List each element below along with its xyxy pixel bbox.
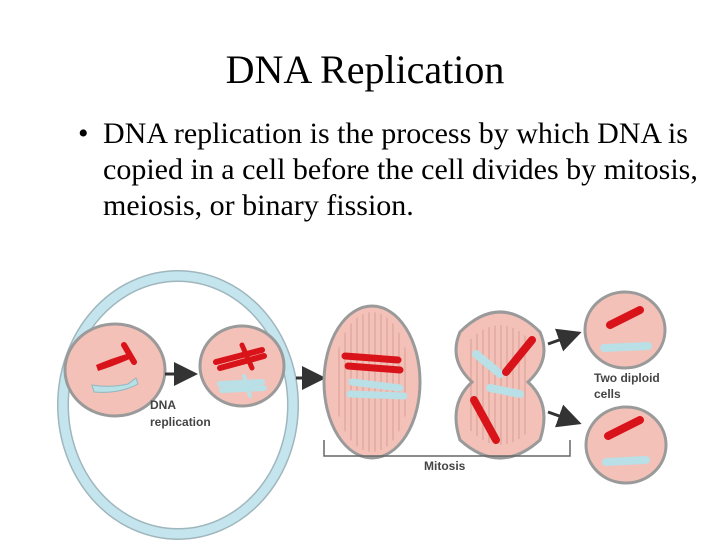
- bullet-marker: •: [78, 117, 89, 150]
- cell-before-replication: [63, 322, 167, 418]
- two-diploid-label: Two diploid: [594, 371, 660, 385]
- mitosis-bracket: [323, 440, 571, 457]
- cell-anaphase: [454, 310, 546, 460]
- replication-label: replication: [150, 415, 211, 429]
- blue-chromosome: [91, 377, 139, 393]
- arrow-3: [547, 328, 582, 352]
- bullet-text: DNA replication is the process by which …: [103, 117, 698, 222]
- diagram-svg: DNA replication: [57, 270, 668, 540]
- dna-replication-diagram: DNA replication: [0, 270, 720, 540]
- cell-after-replication: [198, 324, 286, 408]
- daughter-cell-top: [583, 290, 667, 370]
- arrow-4: [547, 404, 582, 428]
- red-chromosome: [96, 353, 132, 371]
- daughter-cell-bottom: [584, 405, 668, 485]
- cell-metaphase: [322, 304, 422, 460]
- dna-label: DNA: [150, 398, 176, 412]
- mitosis-label: Mitosis: [424, 459, 466, 473]
- slide-title: DNA Replication: [225, 47, 505, 92]
- cells-label: cells: [594, 387, 621, 401]
